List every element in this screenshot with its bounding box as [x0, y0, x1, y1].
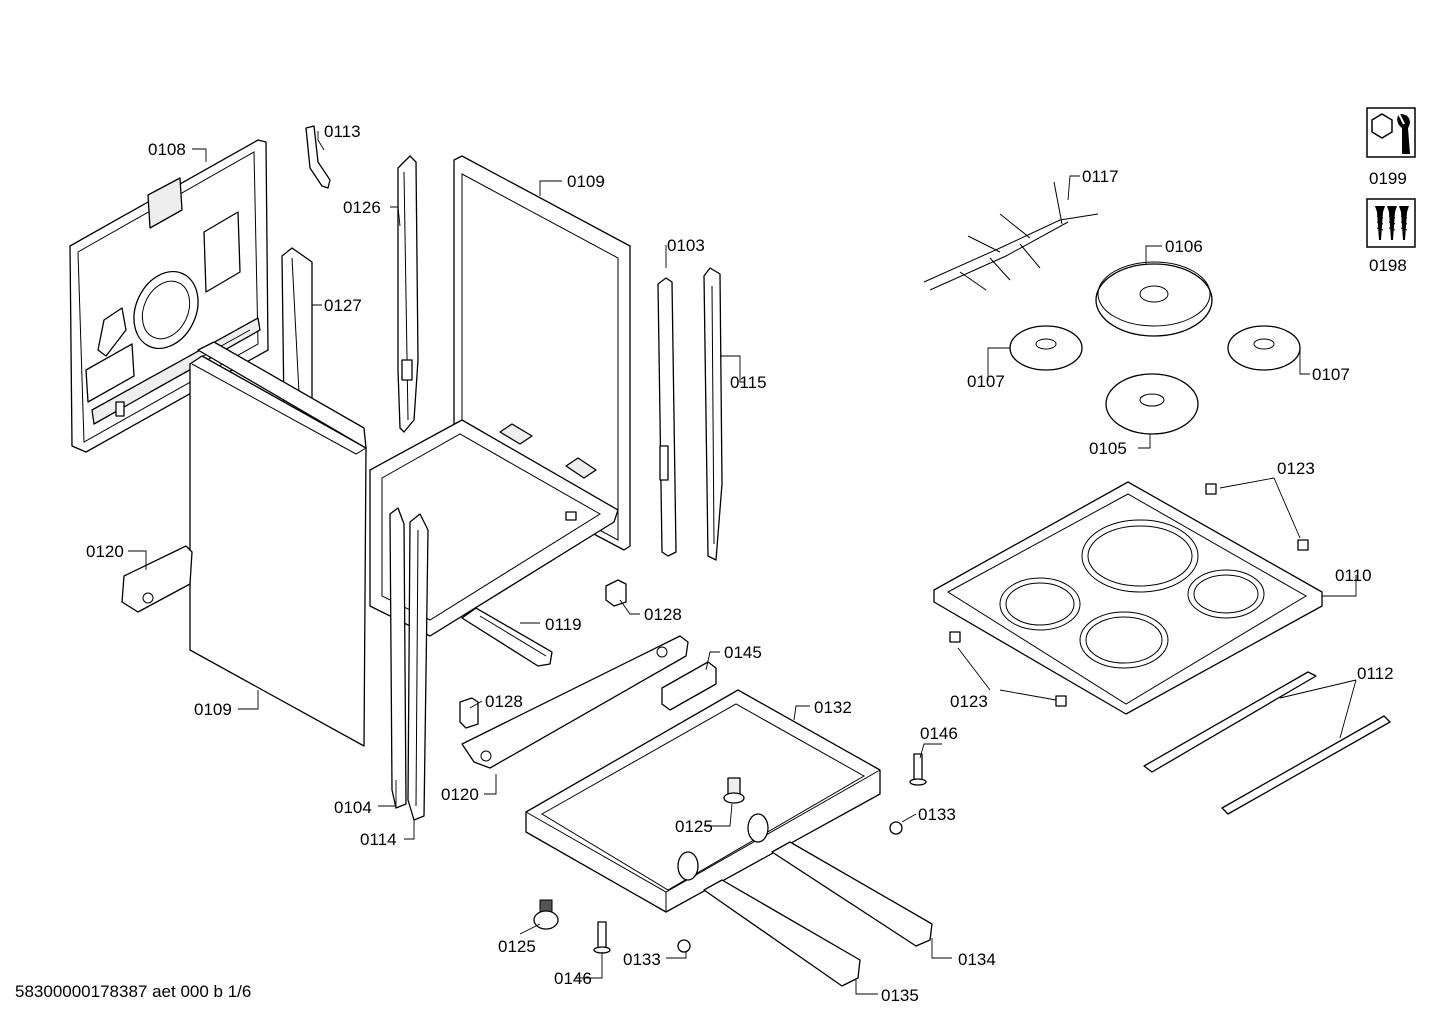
part-0117-wiring-harness[interactable] [923, 181, 1099, 291]
part-0119-rail[interactable] [461, 607, 553, 667]
screws-icon[interactable] [1366, 198, 1416, 248]
label-0199[interactable]: 0199 [1369, 169, 1407, 188]
part-0128-clip-mid[interactable] [459, 697, 479, 729]
part-0125-foot-bottom[interactable] [533, 899, 559, 930]
label-0109-top[interactable]: 0109 [567, 172, 605, 191]
label-0104[interactable]: 0104 [334, 798, 372, 817]
label-0123-top[interactable]: 0123 [1277, 459, 1315, 478]
label-0113[interactable]: 0113 [324, 122, 361, 141]
label-0133-bottom[interactable]: 0133 [623, 950, 661, 969]
label-0132[interactable]: 0132 [814, 698, 852, 717]
label-0107-left[interactable]: 0107 [967, 372, 1005, 391]
part-0120-bracket-bottom[interactable] [461, 635, 689, 769]
part-0112-strips[interactable] [1143, 671, 1391, 815]
label-0133-right[interactable]: 0133 [918, 805, 956, 824]
part-0123-clip-top[interactable] [1205, 483, 1309, 551]
label-0108[interactable]: 0108 [148, 140, 186, 159]
label-0146-bottom[interactable]: 0146 [554, 969, 592, 988]
part-0132-base-frame[interactable] [525, 689, 881, 913]
part-0125-foot-mid[interactable] [723, 777, 745, 804]
label-0119[interactable]: 0119 [545, 615, 582, 634]
label-0107-right[interactable]: 0107 [1312, 365, 1350, 384]
label-0110[interactable]: 0110 [1335, 566, 1372, 585]
label-0114[interactable]: 0114 [360, 830, 397, 849]
part-0133-nut-bottom[interactable] [677, 939, 691, 953]
label-0145[interactable]: 0145 [724, 643, 762, 662]
part-0128-clip-top[interactable] [605, 579, 627, 607]
label-0123-bottom[interactable]: 0123 [950, 692, 988, 711]
label-0120-left[interactable]: 0120 [86, 542, 124, 561]
label-0115[interactable]: 0115 [730, 373, 767, 392]
part-0146-screw-bottom[interactable] [593, 921, 611, 954]
part-0120-bracket-left[interactable] [121, 545, 193, 613]
label-0134[interactable]: 0134 [958, 950, 996, 969]
part-0133-nut-right[interactable] [889, 821, 903, 835]
part-0106-hotplate-large[interactable] [1095, 261, 1213, 337]
label-0135[interactable]: 0135 [881, 986, 919, 1005]
part-0103-rail[interactable] [657, 277, 677, 557]
label-0112[interactable]: 0112 [1357, 664, 1394, 683]
part-0107-hotplate-left[interactable] [1009, 325, 1083, 371]
part-0135-rail[interactable] [703, 879, 861, 987]
label-0128-mid[interactable]: 0128 [485, 692, 523, 711]
part-0115-rail[interactable] [703, 267, 723, 561]
part-0146-screw-right[interactable] [909, 753, 927, 786]
part-0126-rail[interactable] [397, 155, 419, 433]
label-0128-top[interactable]: 0128 [644, 605, 682, 624]
part-0123-clip-bottom[interactable] [949, 631, 1067, 707]
wrench-nut-icon[interactable] [1366, 107, 1416, 158]
label-0126[interactable]: 0126 [343, 198, 381, 217]
leader-lines [128, 131, 1357, 995]
label-0109-bottom[interactable]: 0109 [194, 700, 232, 719]
wheels [677, 813, 769, 881]
part-0109-side-frame[interactable] [369, 155, 631, 637]
label-0120-bottom[interactable]: 0120 [441, 785, 479, 804]
part-labels: 0108 0113 0126 0109 0127 0103 0115 0117 … [86, 122, 1407, 1005]
part-0107-hotplate-right[interactable] [1227, 325, 1301, 371]
document-footer: 58300000178387 aet 000 b 1/6 [15, 982, 252, 1001]
part-0145-clip[interactable] [661, 661, 717, 711]
label-0105[interactable]: 0105 [1089, 439, 1127, 458]
part-0110-cooktop[interactable] [933, 481, 1323, 715]
label-0198[interactable]: 0198 [1369, 256, 1407, 275]
part-0114-rail[interactable] [407, 513, 429, 821]
label-0127[interactable]: 0127 [324, 296, 362, 315]
part-0113-bracket[interactable] [305, 125, 331, 189]
part-0105-hotplate-mid[interactable] [1105, 373, 1199, 435]
label-0125-mid[interactable]: 0125 [675, 817, 713, 836]
label-0117[interactable]: 0117 [1082, 167, 1119, 186]
label-0125-bottom[interactable]: 0125 [498, 937, 536, 956]
label-0103[interactable]: 0103 [667, 236, 705, 255]
label-0106[interactable]: 0106 [1165, 237, 1203, 256]
part-0109-side-panel[interactable] [189, 341, 367, 747]
part-0104-rail[interactable] [389, 507, 407, 809]
part-0134-rail[interactable] [771, 841, 933, 947]
label-0146-right[interactable]: 0146 [920, 724, 958, 743]
